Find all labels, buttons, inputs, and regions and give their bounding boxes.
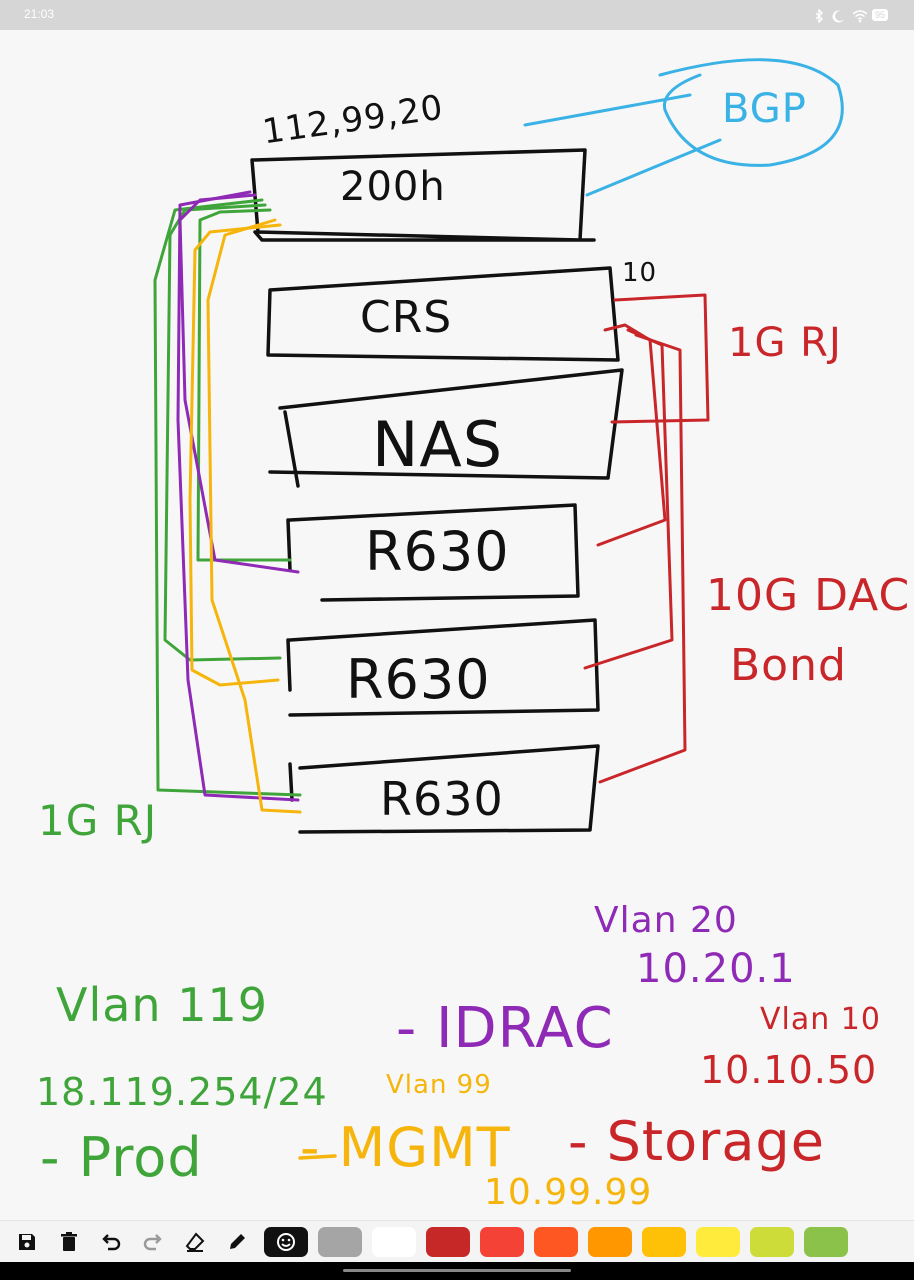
color-palette <box>318 1227 848 1257</box>
crs-box <box>266 266 620 362</box>
purple-wire-2 <box>176 190 300 802</box>
color-swatch-red[interactable] <box>480 1227 524 1257</box>
save-icon[interactable] <box>12 1227 42 1257</box>
color-swatch-grey[interactable] <box>318 1227 362 1257</box>
1g-rj-green-label: 1G RJ <box>38 796 158 845</box>
clock: 21:03 <box>24 7 55 21</box>
yellow-wire-1 <box>188 223 282 687</box>
1g-rj-label: 1G RJ <box>728 320 842 366</box>
storage-name: - Storage <box>568 1110 825 1173</box>
pen-icon[interactable] <box>222 1227 252 1257</box>
bgp-arrow-2 <box>585 138 722 197</box>
bgp-label: BGP <box>722 86 807 132</box>
green-wire-1 <box>196 208 292 562</box>
moon-icon <box>832 8 846 23</box>
navigation-bar <box>0 1262 914 1280</box>
color-swatch-orange[interactable] <box>588 1227 632 1257</box>
red-wire-3 <box>598 333 687 784</box>
trash-icon[interactable] <box>54 1227 84 1257</box>
mgmt-vlan: Vlan 99 <box>386 1070 492 1100</box>
bluetooth-icon <box>812 8 826 24</box>
drawing-toolbar <box>0 1220 914 1263</box>
r630-label-3: R630 <box>380 772 504 826</box>
port-10-label: 10 <box>622 258 658 288</box>
nas-label: NAS <box>372 408 504 481</box>
yellow-wire-2 <box>206 218 302 814</box>
bgp-arrow-1 <box>523 93 692 127</box>
red-wire-2 <box>583 328 674 670</box>
prod-ip: 18.119.254/24 <box>36 1070 328 1114</box>
drawing-canvas[interactable]: 112,99,20 200h 10 CRS NAS R630 R630 R630… <box>0 30 914 1220</box>
storage-ip: 10.10.50 <box>700 1048 878 1092</box>
status-bar: 21:03 95 <box>0 0 914 30</box>
color-swatch-orange-red[interactable] <box>534 1227 578 1257</box>
color-swatch-amber[interactable] <box>642 1227 686 1257</box>
red-wire-crs <box>596 323 667 547</box>
prod-vlan: Vlan 119 <box>56 978 269 1032</box>
r630-label-2: R630 <box>346 648 491 711</box>
undo-icon[interactable] <box>96 1227 126 1257</box>
green-wire-2 <box>163 203 282 662</box>
switch-label: 200h <box>340 164 446 210</box>
crs-label: CRS <box>360 292 453 343</box>
battery-icon: 95 <box>871 9 888 21</box>
status-icons: 95 <box>812 8 888 24</box>
idrac-ip: 10.20.1 <box>636 946 796 992</box>
wifi-icon <box>852 8 868 23</box>
eraser-icon[interactable] <box>180 1227 210 1257</box>
color-swatch-lime[interactable] <box>750 1227 794 1257</box>
sketch-strokes <box>153 58 844 1160</box>
switch-box <box>250 148 596 242</box>
redo-icon[interactable] <box>138 1227 168 1257</box>
r630-label-1: R630 <box>365 520 510 583</box>
color-swatch-dark-red[interactable] <box>426 1227 470 1257</box>
bgp-circle <box>658 58 844 167</box>
prod-name: - Prod <box>40 1126 203 1189</box>
color-swatch-green[interactable] <box>804 1227 848 1257</box>
bond-label: Bond <box>730 640 847 691</box>
idrac-vlan: Vlan 20 <box>594 900 738 941</box>
color-swatch-white[interactable] <box>372 1227 416 1257</box>
idrac-name: - IDRAC <box>396 996 614 1061</box>
home-handle[interactable] <box>343 1269 571 1272</box>
nas-box <box>268 368 624 488</box>
sticker-icon[interactable] <box>264 1227 308 1257</box>
mgmt-ip: 10.99.99 <box>484 1172 653 1213</box>
storage-vlan: Vlan 10 <box>760 1002 881 1037</box>
10g-dac-label: 10G DAC <box>706 570 911 621</box>
mgmt-name: - MGMT <box>300 1116 511 1179</box>
mgmt-underline <box>298 1154 337 1160</box>
r630-box-1 <box>286 503 580 602</box>
color-swatch-yellow[interactable] <box>696 1227 740 1257</box>
red-wire-loop <box>610 293 710 424</box>
